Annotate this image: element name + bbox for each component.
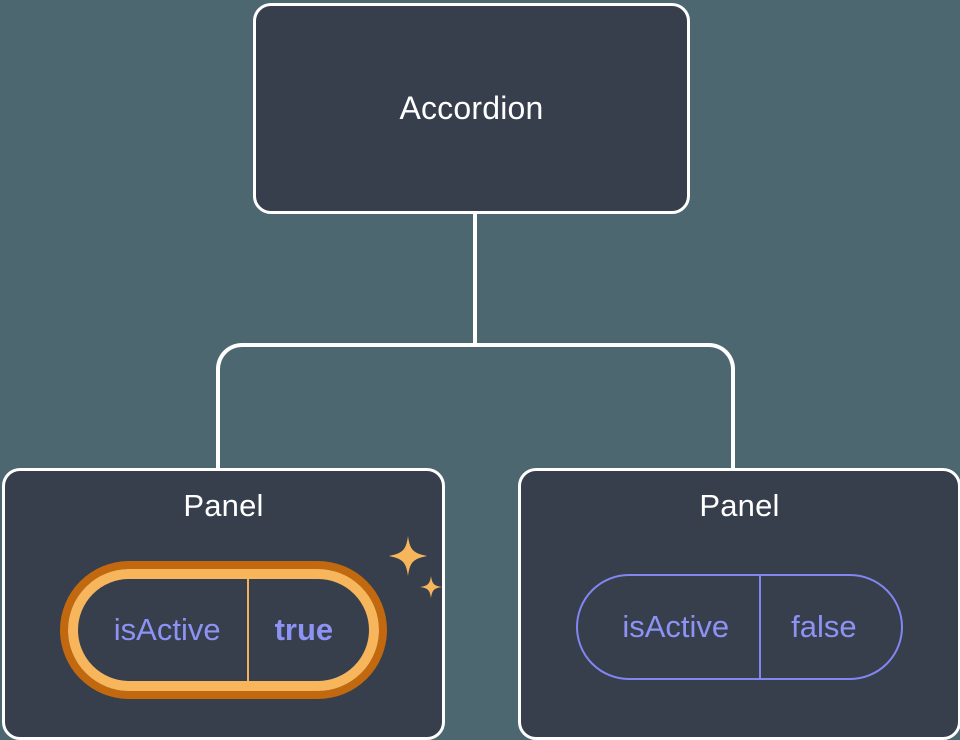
panel-body-left: Panel isActive true [5, 471, 442, 737]
tree-node-panel-active[interactable]: Panel isActive true [2, 468, 445, 740]
node-label-panel-left: Panel [183, 488, 264, 523]
prop-key-right: isActive [622, 609, 730, 644]
prop-pill-wrapper-left: isActive true [5, 569, 442, 691]
prop-pill-wrapper-right: isActive false [521, 574, 958, 680]
connector-stem [473, 211, 477, 345]
prop-pill-isactive-true[interactable]: isActive true [67, 569, 380, 691]
tree-node-accordion[interactable]: Accordion [253, 3, 690, 214]
prop-key-left: isActive [113, 612, 221, 647]
node-label-panel-right: Panel [699, 488, 780, 523]
prop-pill-isactive-false[interactable]: isActive false [576, 574, 903, 680]
connector-branch-rail [216, 343, 735, 471]
panel-body-right: Panel isActive false [521, 471, 958, 737]
node-label-accordion: Accordion [399, 90, 544, 126]
prop-value-left: true [246, 579, 370, 681]
prop-value-right: false [759, 576, 900, 678]
tree-node-panel-inactive[interactable]: Panel isActive false [518, 468, 960, 740]
